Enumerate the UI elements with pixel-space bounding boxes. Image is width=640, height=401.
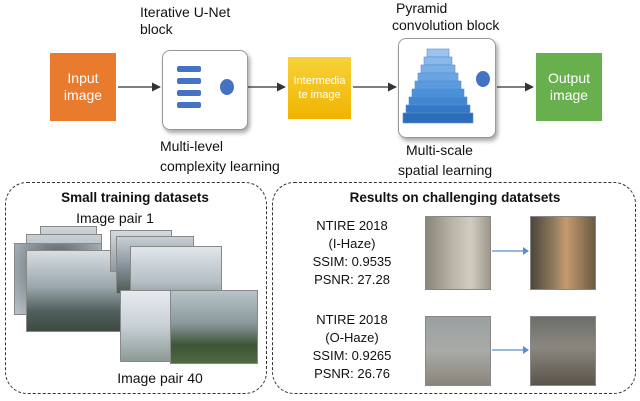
training-panel-title: Small training datasets	[61, 190, 209, 205]
o-haze-output-photo	[530, 316, 596, 386]
result-o-haze-stats: NTIRE 2018 (O-Haze) SSIM: 0.9265 PSNR: 2…	[292, 311, 412, 383]
result-ssim: SSIM: 0.9535	[312, 254, 392, 269]
training-datasets-panel	[5, 182, 267, 394]
intermediate-line1: Intermedia	[293, 75, 346, 87]
output-image-box: Output image	[536, 53, 602, 121]
result-variant: (O-Haze)	[325, 330, 379, 345]
pyramid-title: Pyramid convolution block	[392, 0, 500, 33]
output-image-label: Output image	[547, 70, 591, 103]
input-image-label: Input image	[63, 70, 103, 103]
image-pair-40-label: Image pair 40	[117, 370, 203, 386]
image-pair-1-label: Image pair 1	[76, 210, 154, 226]
result-i-haze-stats: NTIRE 2018 (I-Haze) SSIM: 0.9535 PSNR: 2…	[292, 217, 412, 289]
unet-icon	[177, 66, 234, 108]
pyramid-icon	[402, 48, 490, 124]
intermediate-image-box: Intermedia te image	[288, 57, 351, 119]
pyramid-block	[398, 38, 496, 138]
unet-block	[162, 50, 248, 130]
pipeline-arrows	[118, 82, 534, 92]
result-variant: (I-Haze)	[328, 236, 376, 251]
i-haze-arrow	[492, 247, 529, 255]
unet-title: Iterative U-Net block	[140, 4, 231, 37]
result-dataset: NTIRE 2018	[316, 312, 388, 327]
o-haze-input-photo	[425, 316, 491, 386]
result-dataset: NTIRE 2018	[316, 218, 388, 233]
results-panel	[272, 182, 636, 394]
training-photo	[170, 290, 258, 364]
unet-caption: Multi-level complexity learning	[160, 138, 280, 174]
pyramid-caption: Multi-scale spatial learning	[398, 142, 493, 178]
i-haze-input-photo	[425, 216, 491, 290]
results-panel-title: Results on challenging datatsets	[349, 190, 561, 205]
input-image-box: Input image	[50, 53, 116, 121]
intermediate-line2: te image	[298, 89, 341, 101]
result-psnr: PSNR: 26.76	[314, 366, 390, 381]
i-haze-output-photo	[530, 216, 596, 290]
o-haze-arrow	[492, 346, 529, 354]
result-psnr: PSNR: 27.28	[314, 272, 390, 287]
result-ssim: SSIM: 0.9265	[312, 348, 392, 363]
